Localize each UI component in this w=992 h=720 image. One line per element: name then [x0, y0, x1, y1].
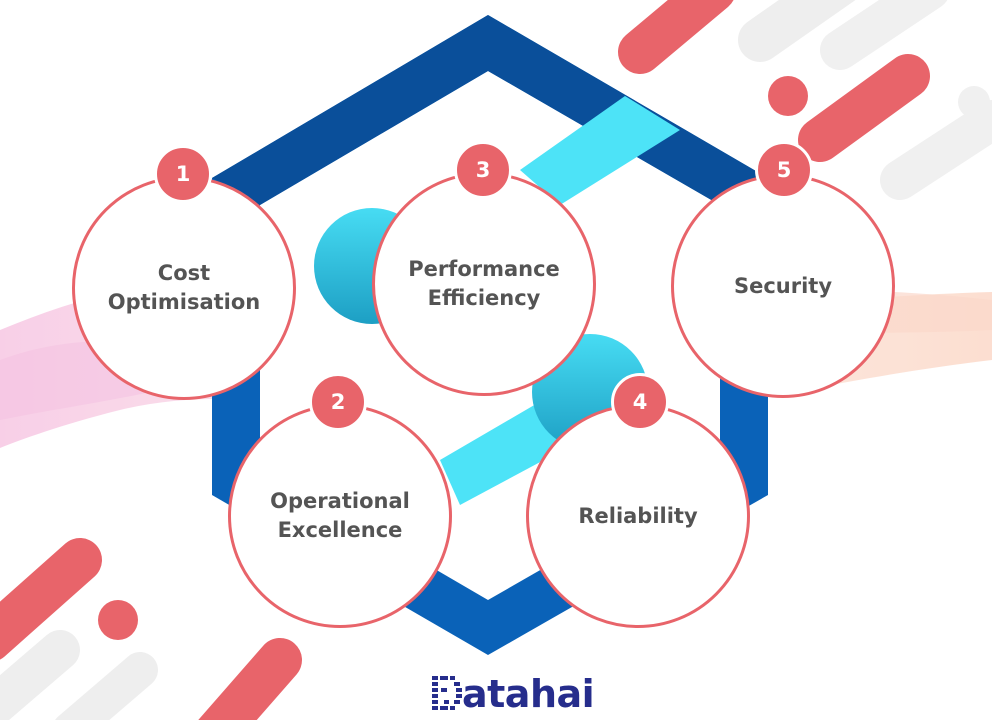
- pillar-badge-3: 3: [454, 141, 512, 199]
- pillar-5: Security: [671, 174, 895, 398]
- pillar-badge-5: 5: [755, 141, 813, 199]
- pillar-badge-2: 2: [309, 373, 367, 431]
- pillar-2: Operational Excellence: [228, 404, 452, 628]
- logo-mark-icon: [432, 676, 462, 710]
- pillar-4: Reliability: [526, 404, 750, 628]
- datahai-logo: atahai: [432, 672, 595, 716]
- pillar-1: Cost Optimisation: [72, 176, 296, 400]
- pillar-label: Operational Excellence: [270, 489, 410, 542]
- pillar-label: Performance Efficiency: [408, 257, 560, 310]
- logo-text: atahai: [462, 672, 595, 716]
- pillar-label: Reliability: [578, 503, 698, 528]
- pillar-3: Performance Efficiency: [372, 172, 596, 396]
- pillar-badge-1: 1: [154, 145, 212, 203]
- pillar-badge-4: 4: [611, 373, 669, 431]
- pillar-label: Security: [733, 273, 833, 298]
- decor-dot: [98, 600, 138, 640]
- pillar-label: Cost Optimisation: [107, 261, 261, 314]
- decor-dot: [958, 86, 990, 118]
- decor-dot: [768, 76, 808, 116]
